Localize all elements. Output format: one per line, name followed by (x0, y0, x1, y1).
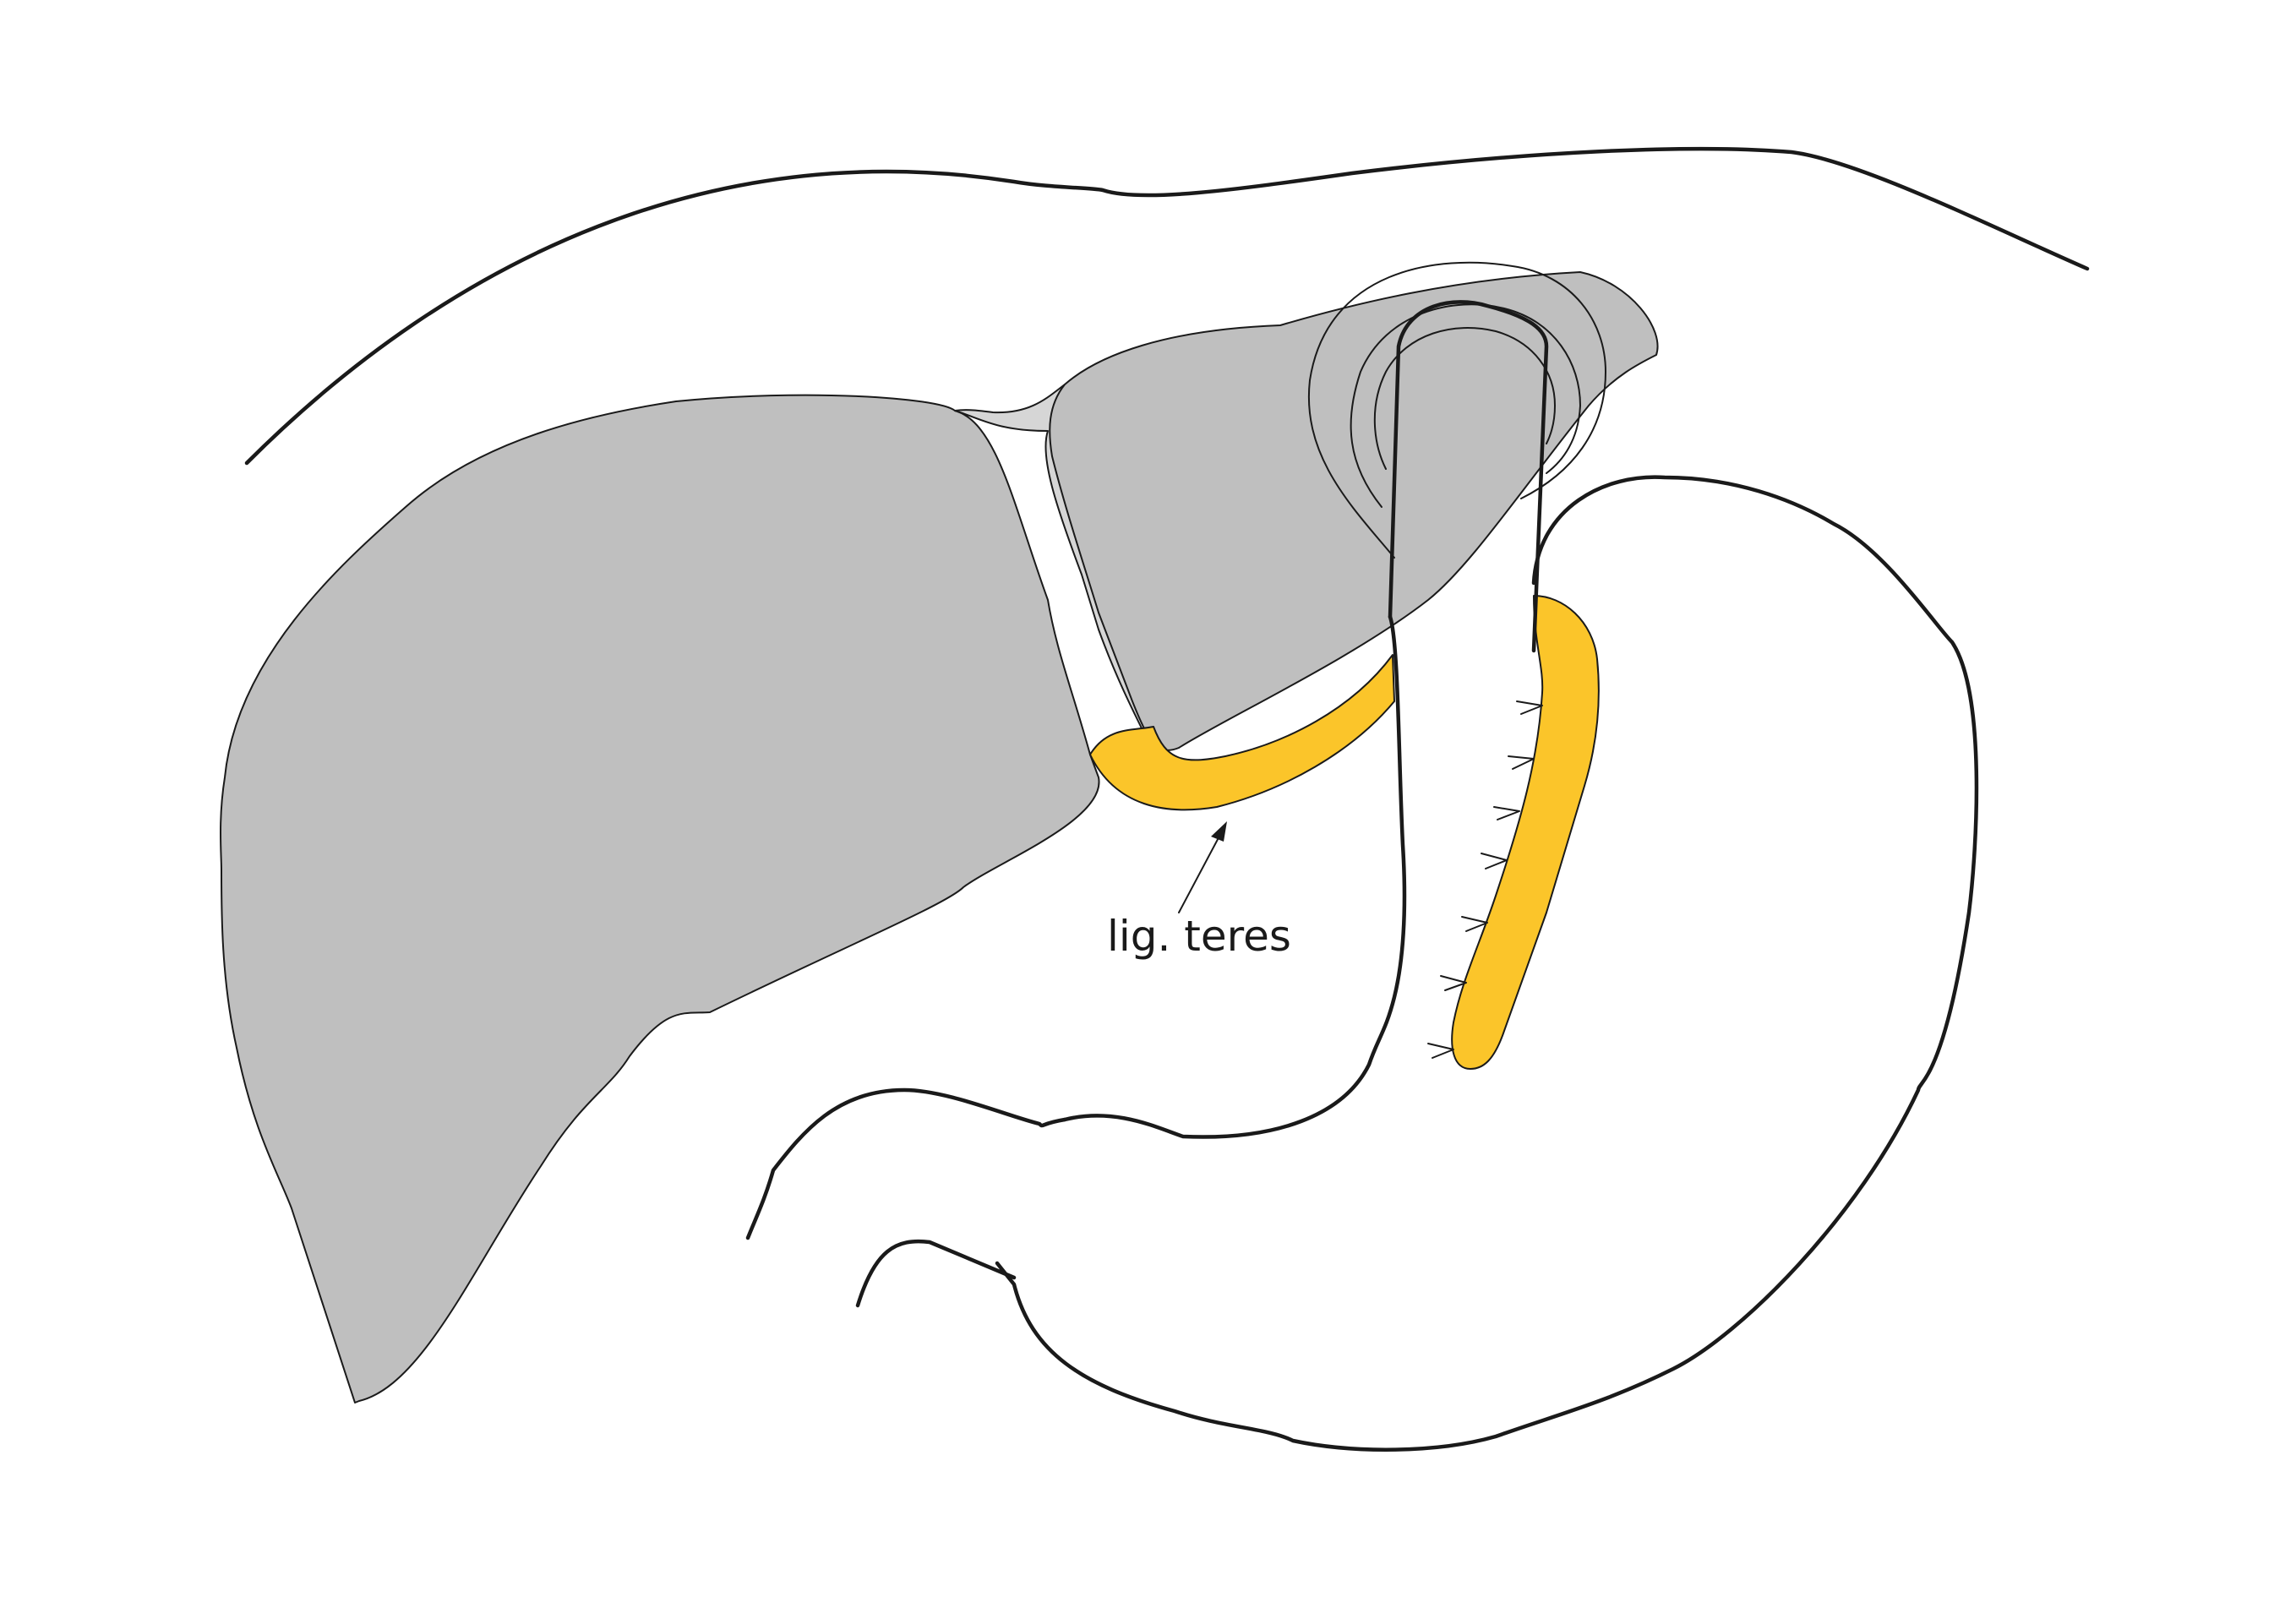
suture-stitch (1461, 916, 1488, 932)
label-arrowhead (1211, 821, 1227, 842)
lig-teres-label: lig. teres (1107, 912, 1291, 961)
abdominal-wall-contour (244, 146, 2090, 466)
ligamentum-teres (1089, 654, 1395, 811)
suture-stitches (1427, 700, 1543, 1059)
duodenum-contour (855, 1239, 1017, 1308)
fundoplication-ring-inner (1373, 327, 1556, 470)
label-leader-line (1178, 829, 1224, 913)
esophagus-line (1062, 614, 1407, 1139)
suture-stitch (1427, 1043, 1454, 1059)
esophageal-sling (1388, 300, 1549, 653)
suture-stitch (1508, 755, 1535, 770)
suture-stitch (1481, 853, 1508, 869)
stomach-greater-curvature (995, 475, 1979, 1452)
liver-right-lobe (220, 394, 1100, 1404)
stomach-lesser-curvature (745, 1087, 1067, 1240)
liver-left-lobe (1049, 271, 1659, 751)
suture-stitch (1493, 806, 1520, 820)
suture-stitch (1440, 975, 1467, 991)
suture-stitch (1516, 700, 1543, 715)
ligament-sutured-strip (1451, 595, 1600, 1070)
fundoplication-ring-outer (1307, 261, 1606, 559)
